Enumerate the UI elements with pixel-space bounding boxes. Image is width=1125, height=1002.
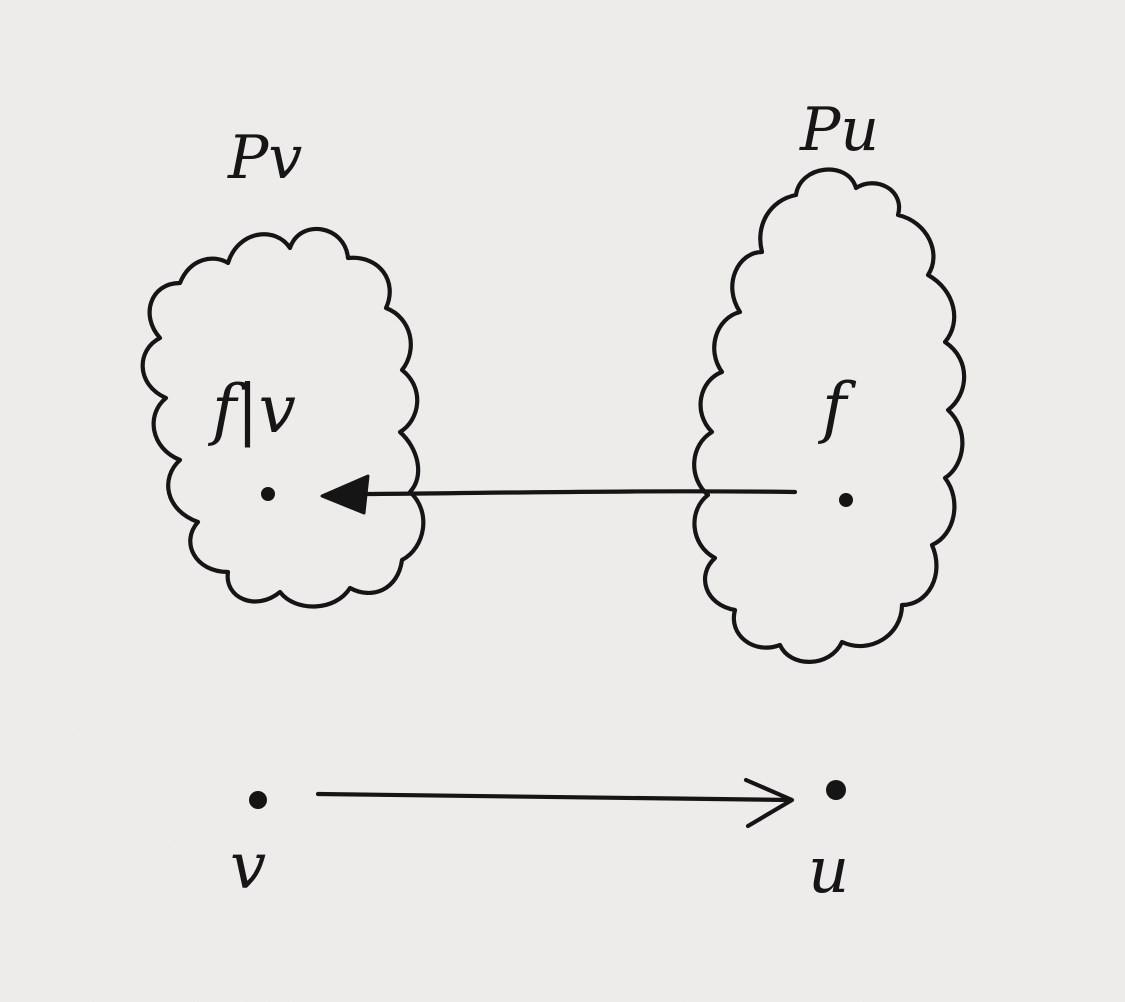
base-point-v-label: v — [230, 830, 266, 904]
right-cloud-outline — [692, 167, 967, 664]
restriction-arrow — [320, 474, 798, 515]
restriction-arrowhead — [320, 474, 370, 515]
base-point-u-label: u — [808, 834, 849, 908]
section-label: f — [817, 369, 857, 446]
base-point-v-dot — [249, 791, 267, 809]
right-sheaf-cloud — [692, 167, 967, 664]
base-map-arrow — [315, 777, 795, 829]
right-sheaf-title: Pu — [799, 95, 879, 165]
base-map-arrowhead — [743, 777, 795, 829]
base-point-u-dot — [826, 780, 846, 800]
left-sheaf-title: Pv — [227, 123, 302, 193]
left-cloud-outline — [140, 226, 426, 609]
restricted-section-label: f|v — [207, 371, 296, 448]
left-sheaf-cloud — [140, 226, 426, 609]
base-map-arrow-line — [315, 791, 793, 803]
restriction-arrow-line — [361, 489, 798, 497]
restricted-section-point — [261, 487, 275, 501]
section-point — [839, 493, 853, 507]
